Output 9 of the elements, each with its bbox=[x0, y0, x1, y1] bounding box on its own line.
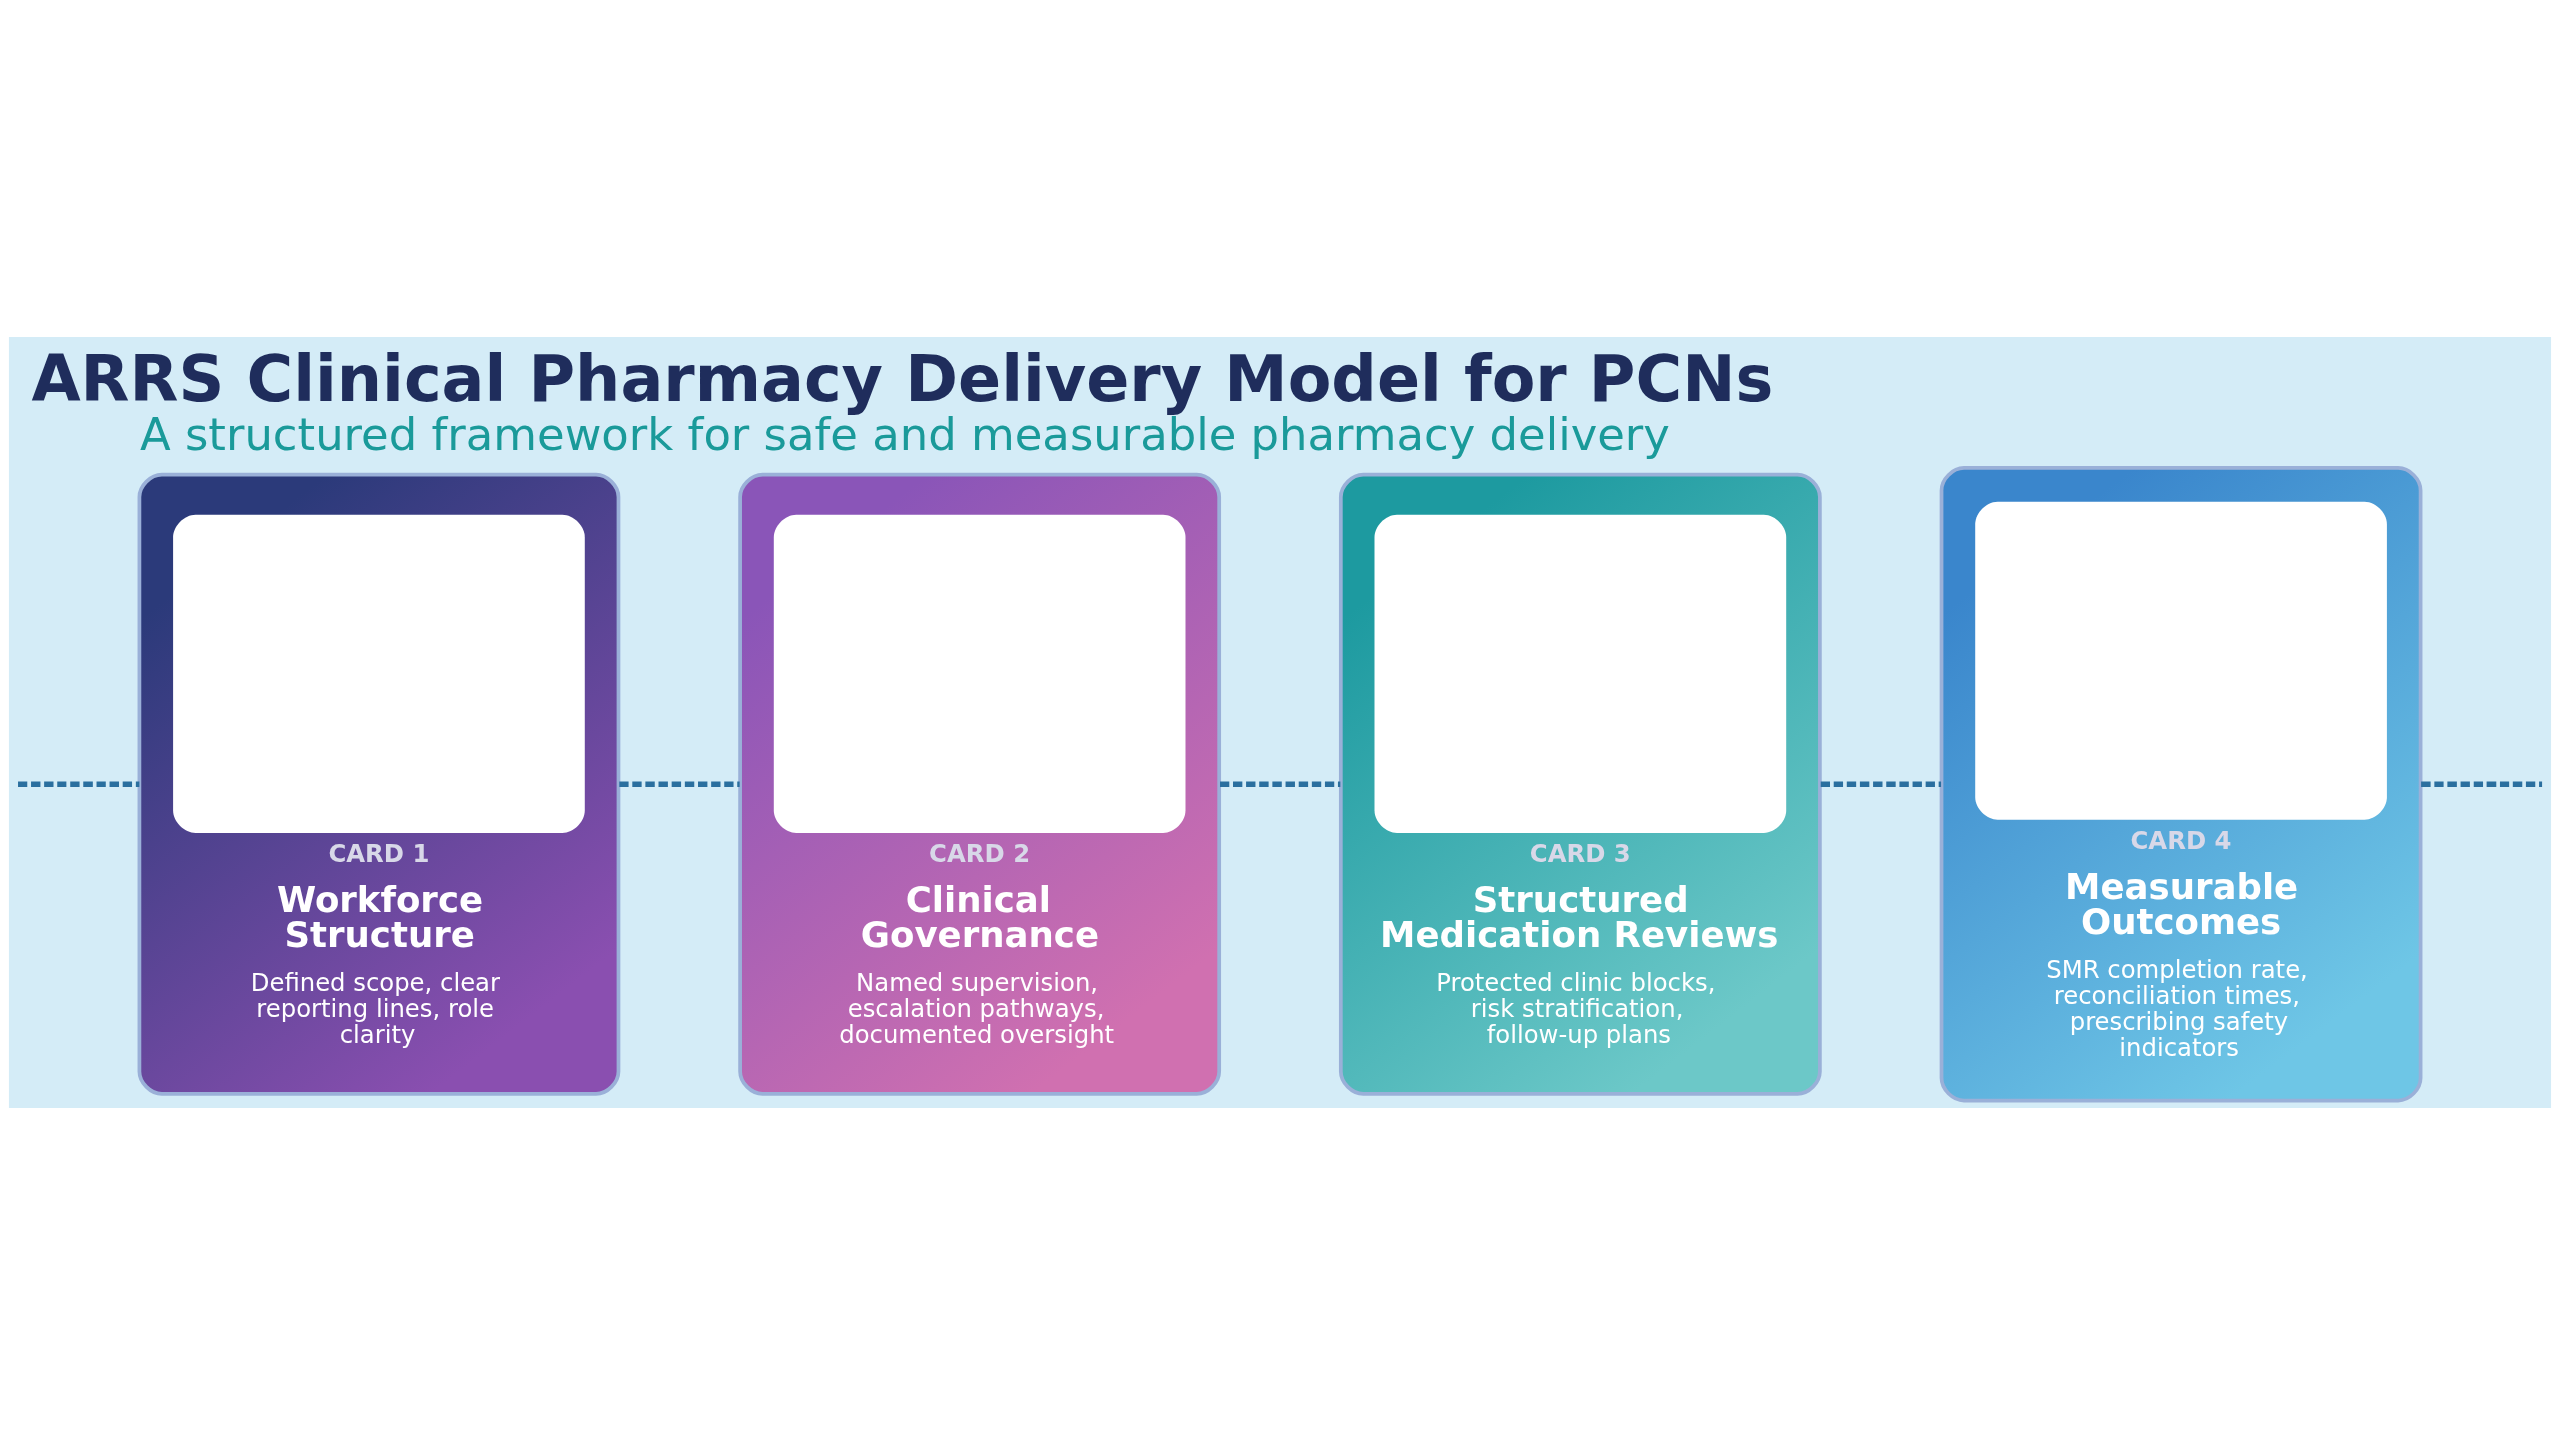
connector bbox=[619, 780, 740, 787]
connector bbox=[1220, 780, 1341, 787]
node-box: CARD 1 Workforce Structure Defined scope, clear reporting lines, role clarity bbox=[137, 472, 621, 1096]
node-box: CARD 3 Structured Medication Reviews Protected clinic blocks, risk stratification, follow-up plans bbox=[1338, 472, 1822, 1096]
node-box: CARD 4 Measurable Outcomes SMR completion rate, reconciliation times, prescribing safety indicators bbox=[1939, 465, 2423, 1102]
node-box: CARD 2 Clinical Governance Named supervision, escalation pathways, documented oversight bbox=[738, 472, 1222, 1096]
connector bbox=[2421, 780, 2543, 787]
connector bbox=[18, 780, 140, 787]
connector bbox=[1820, 780, 1942, 787]
